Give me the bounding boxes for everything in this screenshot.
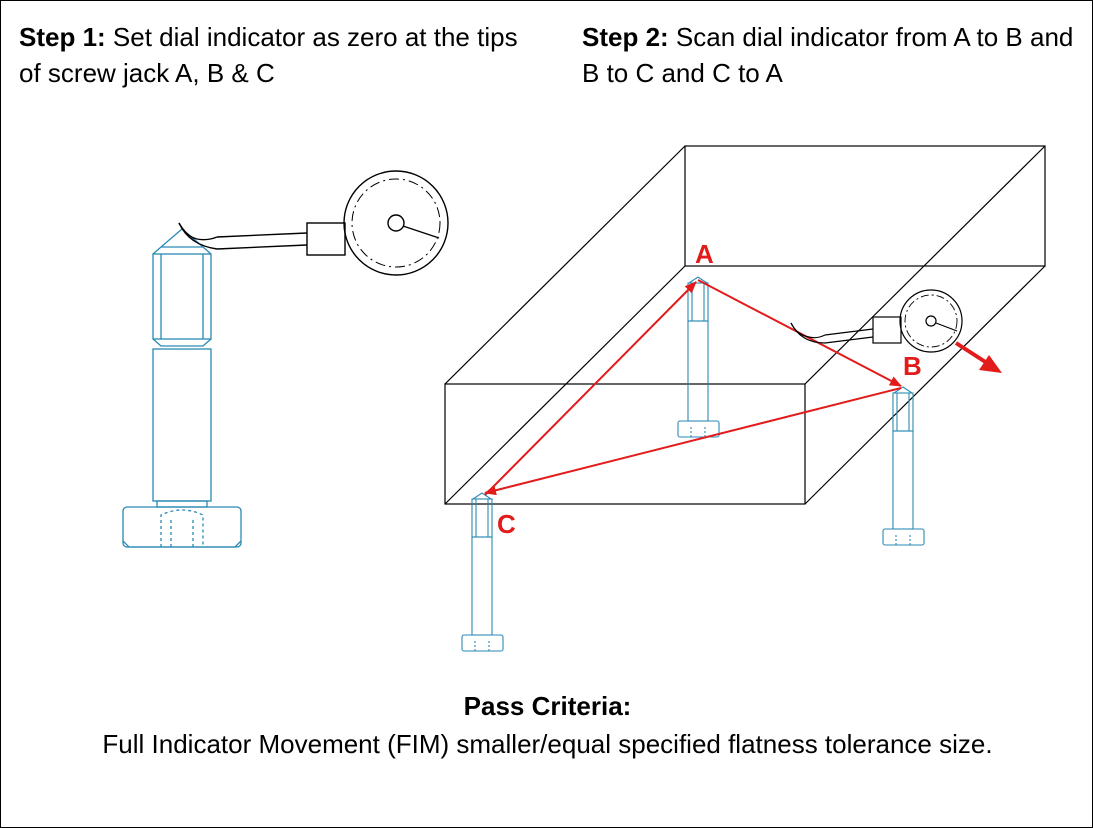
- point-b-label: B: [903, 351, 922, 381]
- step-1-text: Set dial indicator as zero at the tips o…: [19, 22, 518, 88]
- step-1-illustration: [122, 170, 449, 548]
- point-c-label: C: [497, 509, 516, 539]
- step-2-illustration: A B C: [444, 145, 1046, 652]
- screw-jack-b: [882, 386, 925, 546]
- dial-indicator-small: [790, 289, 963, 353]
- step-1-caption: Step 1: Set dial indicator as zero at th…: [19, 19, 519, 91]
- step-1-title: Step 1:: [19, 22, 106, 52]
- scan-path: [484, 279, 902, 496]
- point-a-label: A: [695, 239, 714, 269]
- step-2-title: Step 2:: [582, 22, 669, 52]
- pass-criteria: Pass Criteria: Full Indicator Movement (…: [1, 687, 1092, 763]
- screw-jack-a: [677, 276, 720, 438]
- dial-indicator-large: [178, 170, 449, 276]
- path-b-to-c: [484, 387, 902, 496]
- screw-jack-c: [461, 492, 504, 652]
- movement-arrow: [954, 341, 1002, 373]
- step-2-caption: Step 2: Scan dial indicator from A to B …: [582, 19, 1092, 91]
- pass-criteria-text: Full Indicator Movement (FIM) smaller/eq…: [102, 729, 993, 759]
- workpiece-box: [444, 145, 1046, 505]
- pass-criteria-title: Pass Criteria:: [463, 691, 632, 721]
- screw-jack-large: [122, 228, 242, 548]
- step-2-text: Scan dial indicator from A to B and B to…: [582, 22, 1074, 88]
- path-c-to-a: [484, 281, 697, 496]
